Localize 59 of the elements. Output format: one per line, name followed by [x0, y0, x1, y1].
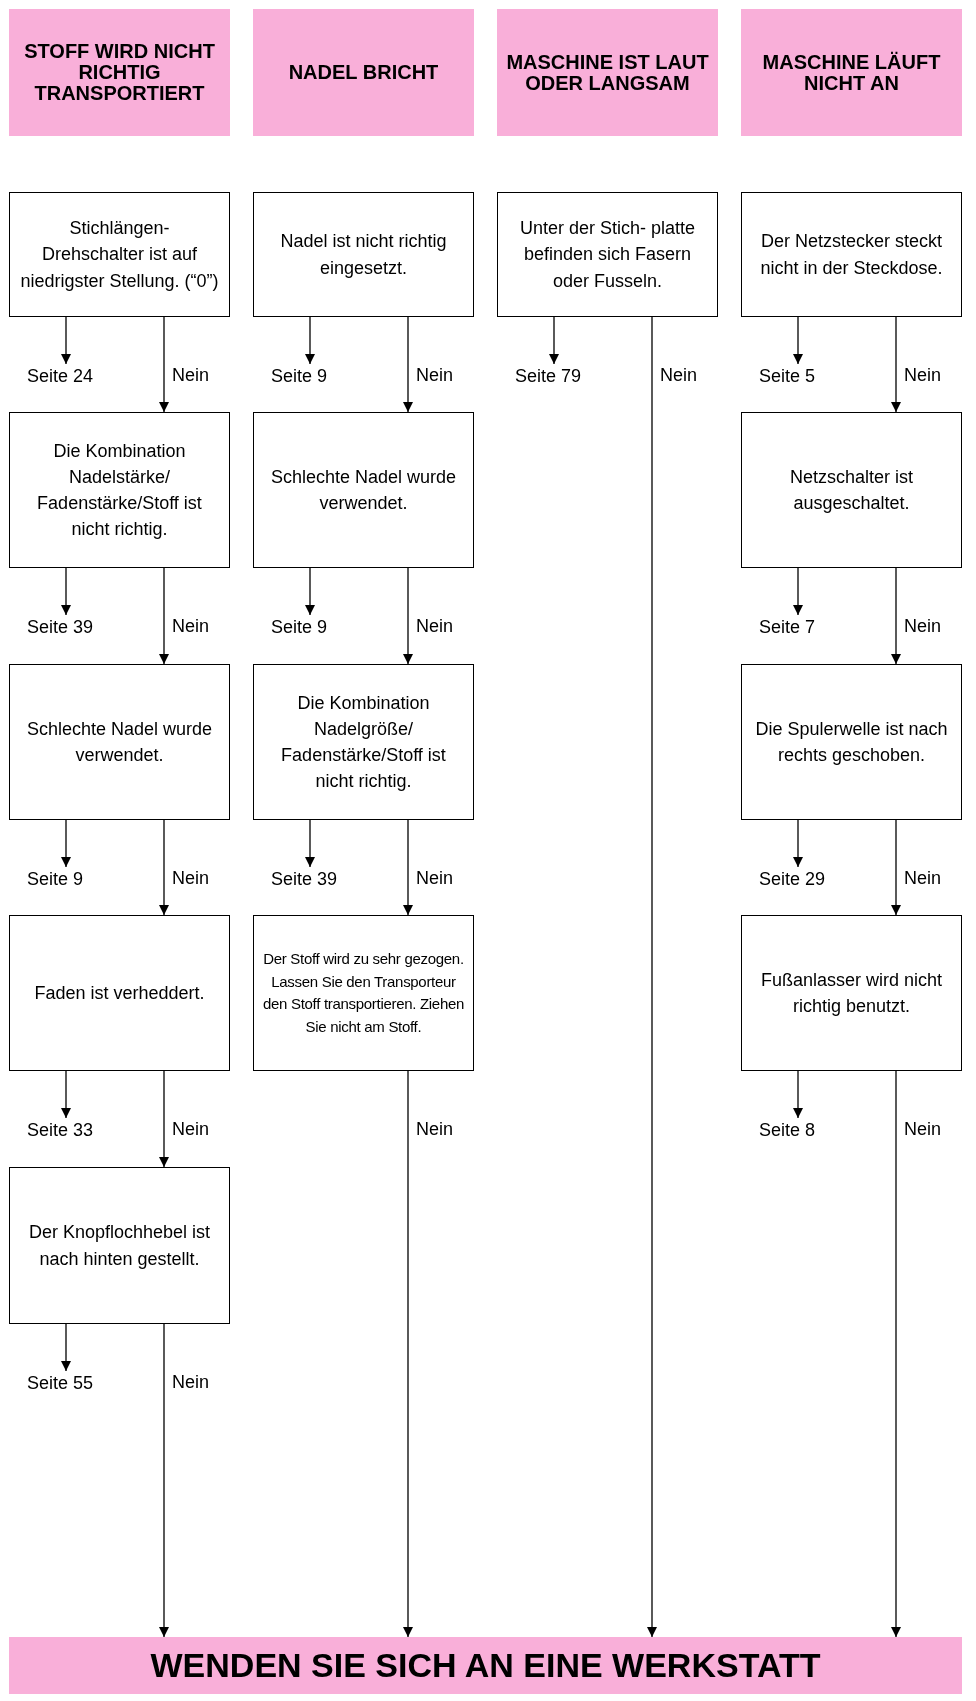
arrow [305, 819, 315, 868]
category-header: STOFF WIRD NICHT RICHTIG TRANSPORTIERT [9, 9, 230, 136]
arrow [305, 316, 315, 365]
process-box: Schlechte Nadel wurde verwendet. [253, 412, 474, 568]
process-box: Die Spulerwelle ist nach rechts geschoben. [741, 664, 962, 820]
process-box: Fußanlasser wird nicht richtig benutzt. [741, 915, 962, 1071]
arrow [793, 819, 803, 868]
process-box: Der Stoff wird zu sehr gezogen. Lassen Sie den Transporteur den Stoff transportieren. Ziehen Sie nicht am Stoff. [253, 915, 474, 1071]
page-reference: Seite 9 [27, 867, 127, 891]
arrow [793, 567, 803, 616]
category-header: MASCHINE IST LAUT ODER LANGSAM [497, 9, 718, 136]
arrow [403, 1070, 413, 1638]
arrow [891, 819, 901, 916]
process-box: Stichlängen- Drehschalter ist auf niedrigster Stellung. (“0”) [9, 192, 230, 317]
process-box: Unter der Stich- platte befinden sich Fasern oder Fusseln. [497, 192, 718, 317]
arrow [305, 567, 315, 616]
process-box: Der Knopflochhebel ist nach hinten gestellt. [9, 1167, 230, 1324]
process-box: Nadel ist nicht richtig eingesetzt. [253, 192, 474, 317]
arrow [891, 1070, 901, 1638]
arrow [403, 567, 413, 665]
arrow [159, 1070, 169, 1168]
arrow [159, 567, 169, 665]
page-reference: Seite 9 [271, 364, 371, 388]
category-header: MASCHINE LÄUFT NICHT AN [741, 9, 962, 136]
page-reference: Seite 8 [759, 1118, 859, 1142]
arrow [159, 819, 169, 916]
process-box: Die Kombination Nadelgröße/ Fadenstärke/Stoff ist nicht richtig. [253, 664, 474, 820]
page-reference: Seite 79 [515, 364, 615, 388]
page-reference: Seite 7 [759, 615, 859, 639]
arrow [61, 1070, 71, 1119]
arrow [403, 819, 413, 916]
arrow [793, 1070, 803, 1119]
arrow [891, 316, 901, 413]
arrow [61, 819, 71, 868]
arrow [61, 316, 71, 365]
arrow [891, 567, 901, 665]
process-box: Faden ist verheddert. [9, 915, 230, 1071]
page-reference: Seite 39 [27, 615, 127, 639]
arrow [61, 567, 71, 616]
arrow [647, 316, 657, 1638]
result-banner: WENDEN SIE SICH AN EINE WERKSTATT [9, 1637, 962, 1694]
arrow [61, 1323, 71, 1372]
page-reference: Seite 55 [27, 1371, 127, 1395]
category-header: NADEL BRICHT [253, 9, 474, 136]
page-reference: Seite 9 [271, 615, 371, 639]
process-box: Der Netzstecker steckt nicht in der Steckdose. [741, 192, 962, 317]
page-reference: Seite 39 [271, 867, 371, 891]
page-reference: Seite 24 [27, 364, 127, 388]
page-reference: Seite 33 [27, 1118, 127, 1142]
arrow [159, 316, 169, 413]
arrow [793, 316, 803, 365]
arrow [549, 316, 559, 365]
arrow [403, 316, 413, 413]
page-reference: Seite 29 [759, 867, 859, 891]
process-box: Schlechte Nadel wurde verwendet. [9, 664, 230, 820]
process-box: Netzschalter ist ausgeschaltet. [741, 412, 962, 568]
page-reference: Seite 5 [759, 364, 859, 388]
arrow [159, 1323, 169, 1638]
process-box: Die Kombination Nadelstärke/ Fadenstärke/Stoff ist nicht richtig. [9, 412, 230, 568]
